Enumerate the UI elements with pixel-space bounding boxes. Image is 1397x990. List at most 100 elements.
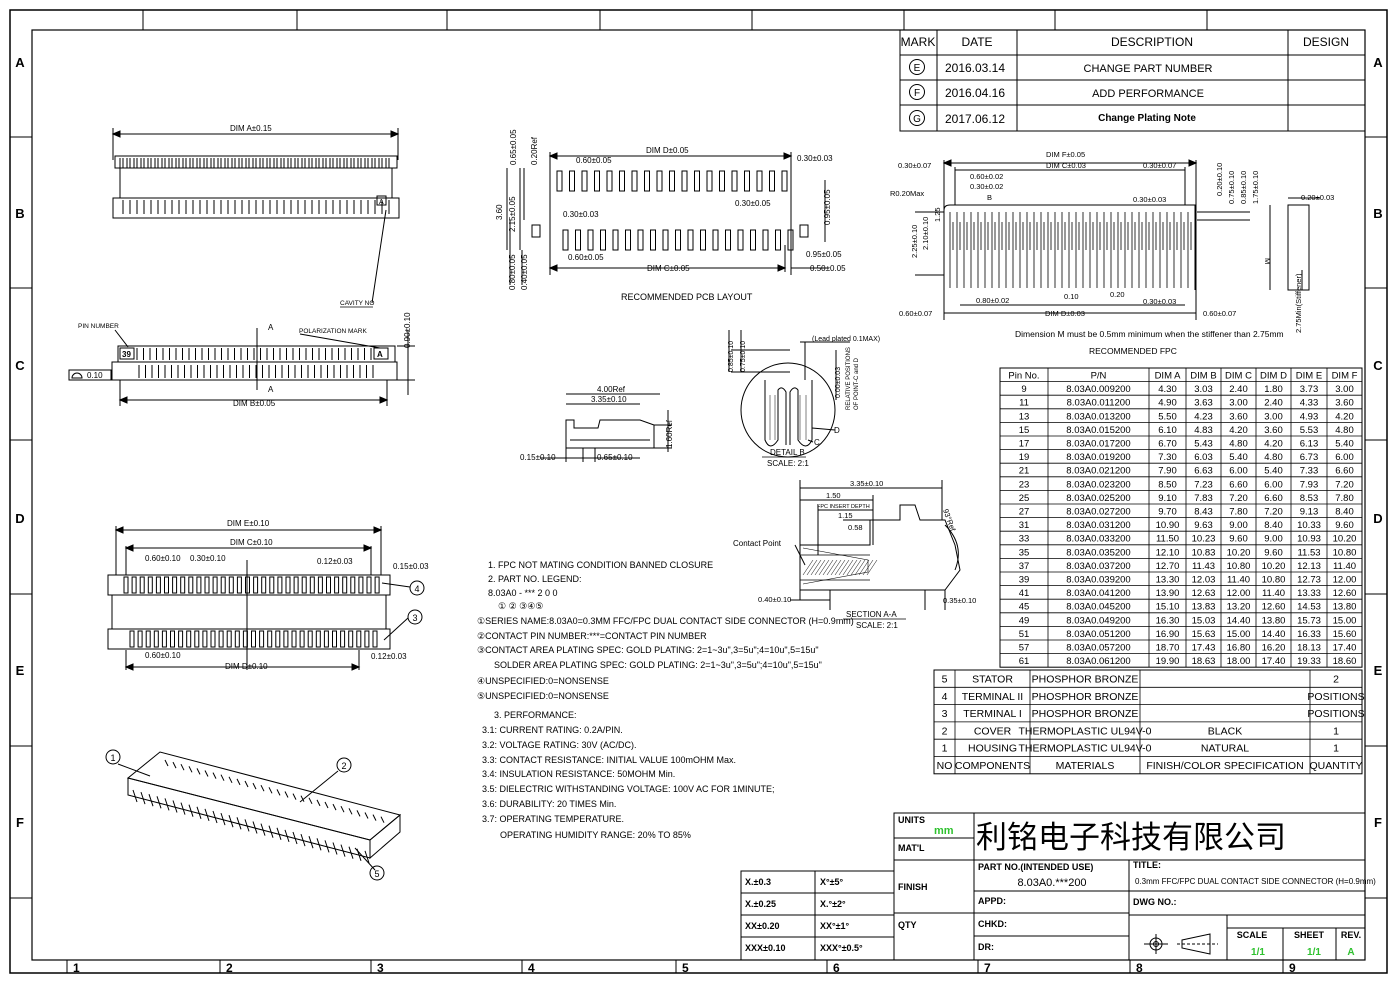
angle-tolerance-3: XX°±1° (820, 921, 850, 931)
callout-2: 2 (341, 761, 346, 771)
cavity-letter: A (379, 199, 384, 206)
dim-table-cell: 13 (1019, 411, 1030, 422)
dim-table-cell: 15.10 (1156, 602, 1180, 613)
dim-table-cell: 27 (1019, 507, 1030, 518)
fpc-085-label: 0.85±0.10 (1239, 171, 1248, 204)
dim-table-cell: 10.20 (1262, 561, 1286, 572)
dim-table-cell: 4.20 (1335, 411, 1354, 422)
legend-line-2: ②CONTACT PIN NUMBER:***=CONTACT PIN NUMB… (477, 631, 707, 641)
fpc-020-label: 0.20 (1110, 290, 1125, 299)
dim-table-cell: 25 (1019, 493, 1030, 504)
bom-cell: 1 (1333, 725, 1339, 737)
fpc-stiffener-020-label: 0.20±0.03 (1301, 193, 1334, 202)
dim-table-cell: 4.90 (1158, 398, 1177, 409)
finish-label: FINISH (898, 882, 928, 892)
pcb-065-label: 0.65±0.05 (509, 129, 518, 165)
dim-table-cell: 12.00 (1227, 588, 1251, 599)
dim-table-cell: 8.43 (1194, 507, 1213, 518)
pcb-020ref-label: 0.20Ref (530, 136, 539, 165)
dim-table-cell: 14.53 (1297, 602, 1321, 613)
bom-cell: HOUSING (968, 743, 1017, 755)
material-label: MAT'L (898, 843, 925, 853)
dim-table-header: DIM E (1296, 371, 1322, 382)
dim-table-cell: 2.40 (1229, 384, 1248, 395)
bom-cell: PHOSPHOR BRONZE (1032, 691, 1139, 703)
zone-row-label: A (1373, 55, 1383, 70)
dim-table-cell: 8.03A0.039200 (1066, 575, 1130, 586)
dim-table-cell: 11.53 (1297, 547, 1320, 558)
fpc-030-label: 0.30±0.02 (970, 182, 1003, 191)
dim-table-cell: 13.80 (1262, 615, 1286, 626)
approved-label: APPD: (978, 896, 1006, 906)
dim-table-cell: 10.83 (1192, 547, 1216, 558)
dim-table-cell: 13.30 (1156, 575, 1180, 586)
dim-table-cell: 12.03 (1192, 575, 1216, 586)
dim-table-header: DIM C (1225, 371, 1252, 382)
dim-table-cell: 9 (1021, 384, 1026, 395)
dim-table-cell: 12.73 (1297, 575, 1321, 586)
bom-cell: PHOSPHOR BRONZE (1032, 708, 1139, 720)
height-label: 0.90±0.10 (403, 312, 412, 348)
lead-plated-label: (Lead plated 0.1MAX) (812, 336, 880, 343)
notes: 1. FPC NOT MATING CONDITION BANNED CLOSU… (477, 560, 854, 840)
fpc-m-label: M (1263, 258, 1272, 264)
dim-table-cell: 10.80 (1333, 547, 1357, 558)
fpc-080-label: 0.80±0.02 (976, 296, 1009, 305)
bom-cell: 5 (942, 674, 948, 686)
revision-table-text: MARK DATE DESCRIPTION DESIGN E 2016.03.1… (901, 35, 1349, 126)
detail-085-label: 0.85±0.10 (728, 341, 735, 372)
dim-table-cell: 5.53 (1300, 425, 1319, 436)
performance-2: 3.2: VOLTAGE RATING: 30V (AC/DC). (482, 740, 637, 750)
performance-4: 3.4: INSULATION RESISTANCE: 50MOHM Min. (482, 769, 675, 779)
zone-row-label: C (1373, 358, 1383, 373)
section-letter-bottom: A (268, 385, 274, 394)
dim-table-cell: 18.70 (1156, 643, 1180, 654)
dim-table-cell: 6.13 (1300, 439, 1319, 450)
dim-table-cell: 18.00 (1227, 656, 1251, 667)
bom-cell: 1 (1333, 743, 1339, 755)
dim-table-cell: 6.60 (1335, 466, 1354, 477)
inner-frame (31, 29, 1366, 961)
dim-table-cell: 19.33 (1297, 656, 1321, 667)
dim-table-cell: 19 (1019, 452, 1030, 463)
dim-table-cell: 11.40 (1262, 588, 1285, 599)
bom-header: COMPONENTS (955, 760, 1030, 772)
dim-table-cell: 8.50 (1158, 479, 1177, 490)
outer-frame (9, 9, 1388, 974)
callout-4: 4 (414, 584, 419, 594)
dim-table-cell: 6.60 (1229, 479, 1248, 490)
rev-description: ADD PERFORMANCE (1092, 88, 1204, 100)
bom-cell: POSITIONS (1307, 708, 1364, 720)
dim-table-cell: 4.20 (1229, 425, 1248, 436)
dim-table-cell: 17.43 (1192, 643, 1216, 654)
dim-table-cell: 10.93 (1297, 534, 1321, 545)
pcb-layout (506, 152, 829, 285)
fpc-060-right-label: 0.60±0.07 (1203, 309, 1236, 318)
legend-line-4: ④UNSPECIFIED:0=NONSENSE (477, 676, 609, 686)
dim-table-cell: 9.60 (1335, 520, 1354, 531)
revision-table (899, 29, 1366, 132)
bom-cell: COVER (974, 725, 1012, 737)
performance-3: 3.3: CONTACT RESISTANCE: INITIAL VALUE 1… (482, 755, 736, 765)
bom-cell: STATOR (972, 674, 1013, 686)
dim-table-cell: 8.40 (1264, 520, 1283, 531)
dim-a-label: DIM A±0.15 (230, 124, 272, 133)
zone-row-label: E (1374, 663, 1383, 678)
detail-075-label: 0.75±0.10 (740, 341, 747, 372)
bom-cell: POSITIONS (1307, 691, 1364, 703)
bom-header: QUANTITY (1309, 760, 1362, 772)
dim-table-cell: 33 (1019, 534, 1030, 545)
width-012-label: 0.12±0.03 (317, 557, 353, 566)
dim-table-cell: 13.83 (1192, 602, 1216, 613)
dim-table-cell: 10.20 (1333, 534, 1357, 545)
legend-line-3b: SOLDER AREA PLATING SPEC: GOLD PLATING: … (494, 660, 822, 670)
zone-col-label: 7 (984, 961, 991, 975)
performance-1: 3.1: CURRENT RATING: 0.2A/PIN. (482, 725, 623, 735)
dim-table-cell: 15 (1019, 425, 1030, 436)
fpc-060-left-label: 0.60±0.07 (899, 309, 932, 318)
dim-table-cell: 18.13 (1297, 643, 1321, 654)
section-115-label: 1.15 (838, 511, 853, 520)
bom-cell: 4 (942, 691, 948, 703)
pitch-060-lower-label: 0.60±0.10 (145, 651, 181, 660)
dim-table-cell: 45 (1019, 602, 1030, 613)
